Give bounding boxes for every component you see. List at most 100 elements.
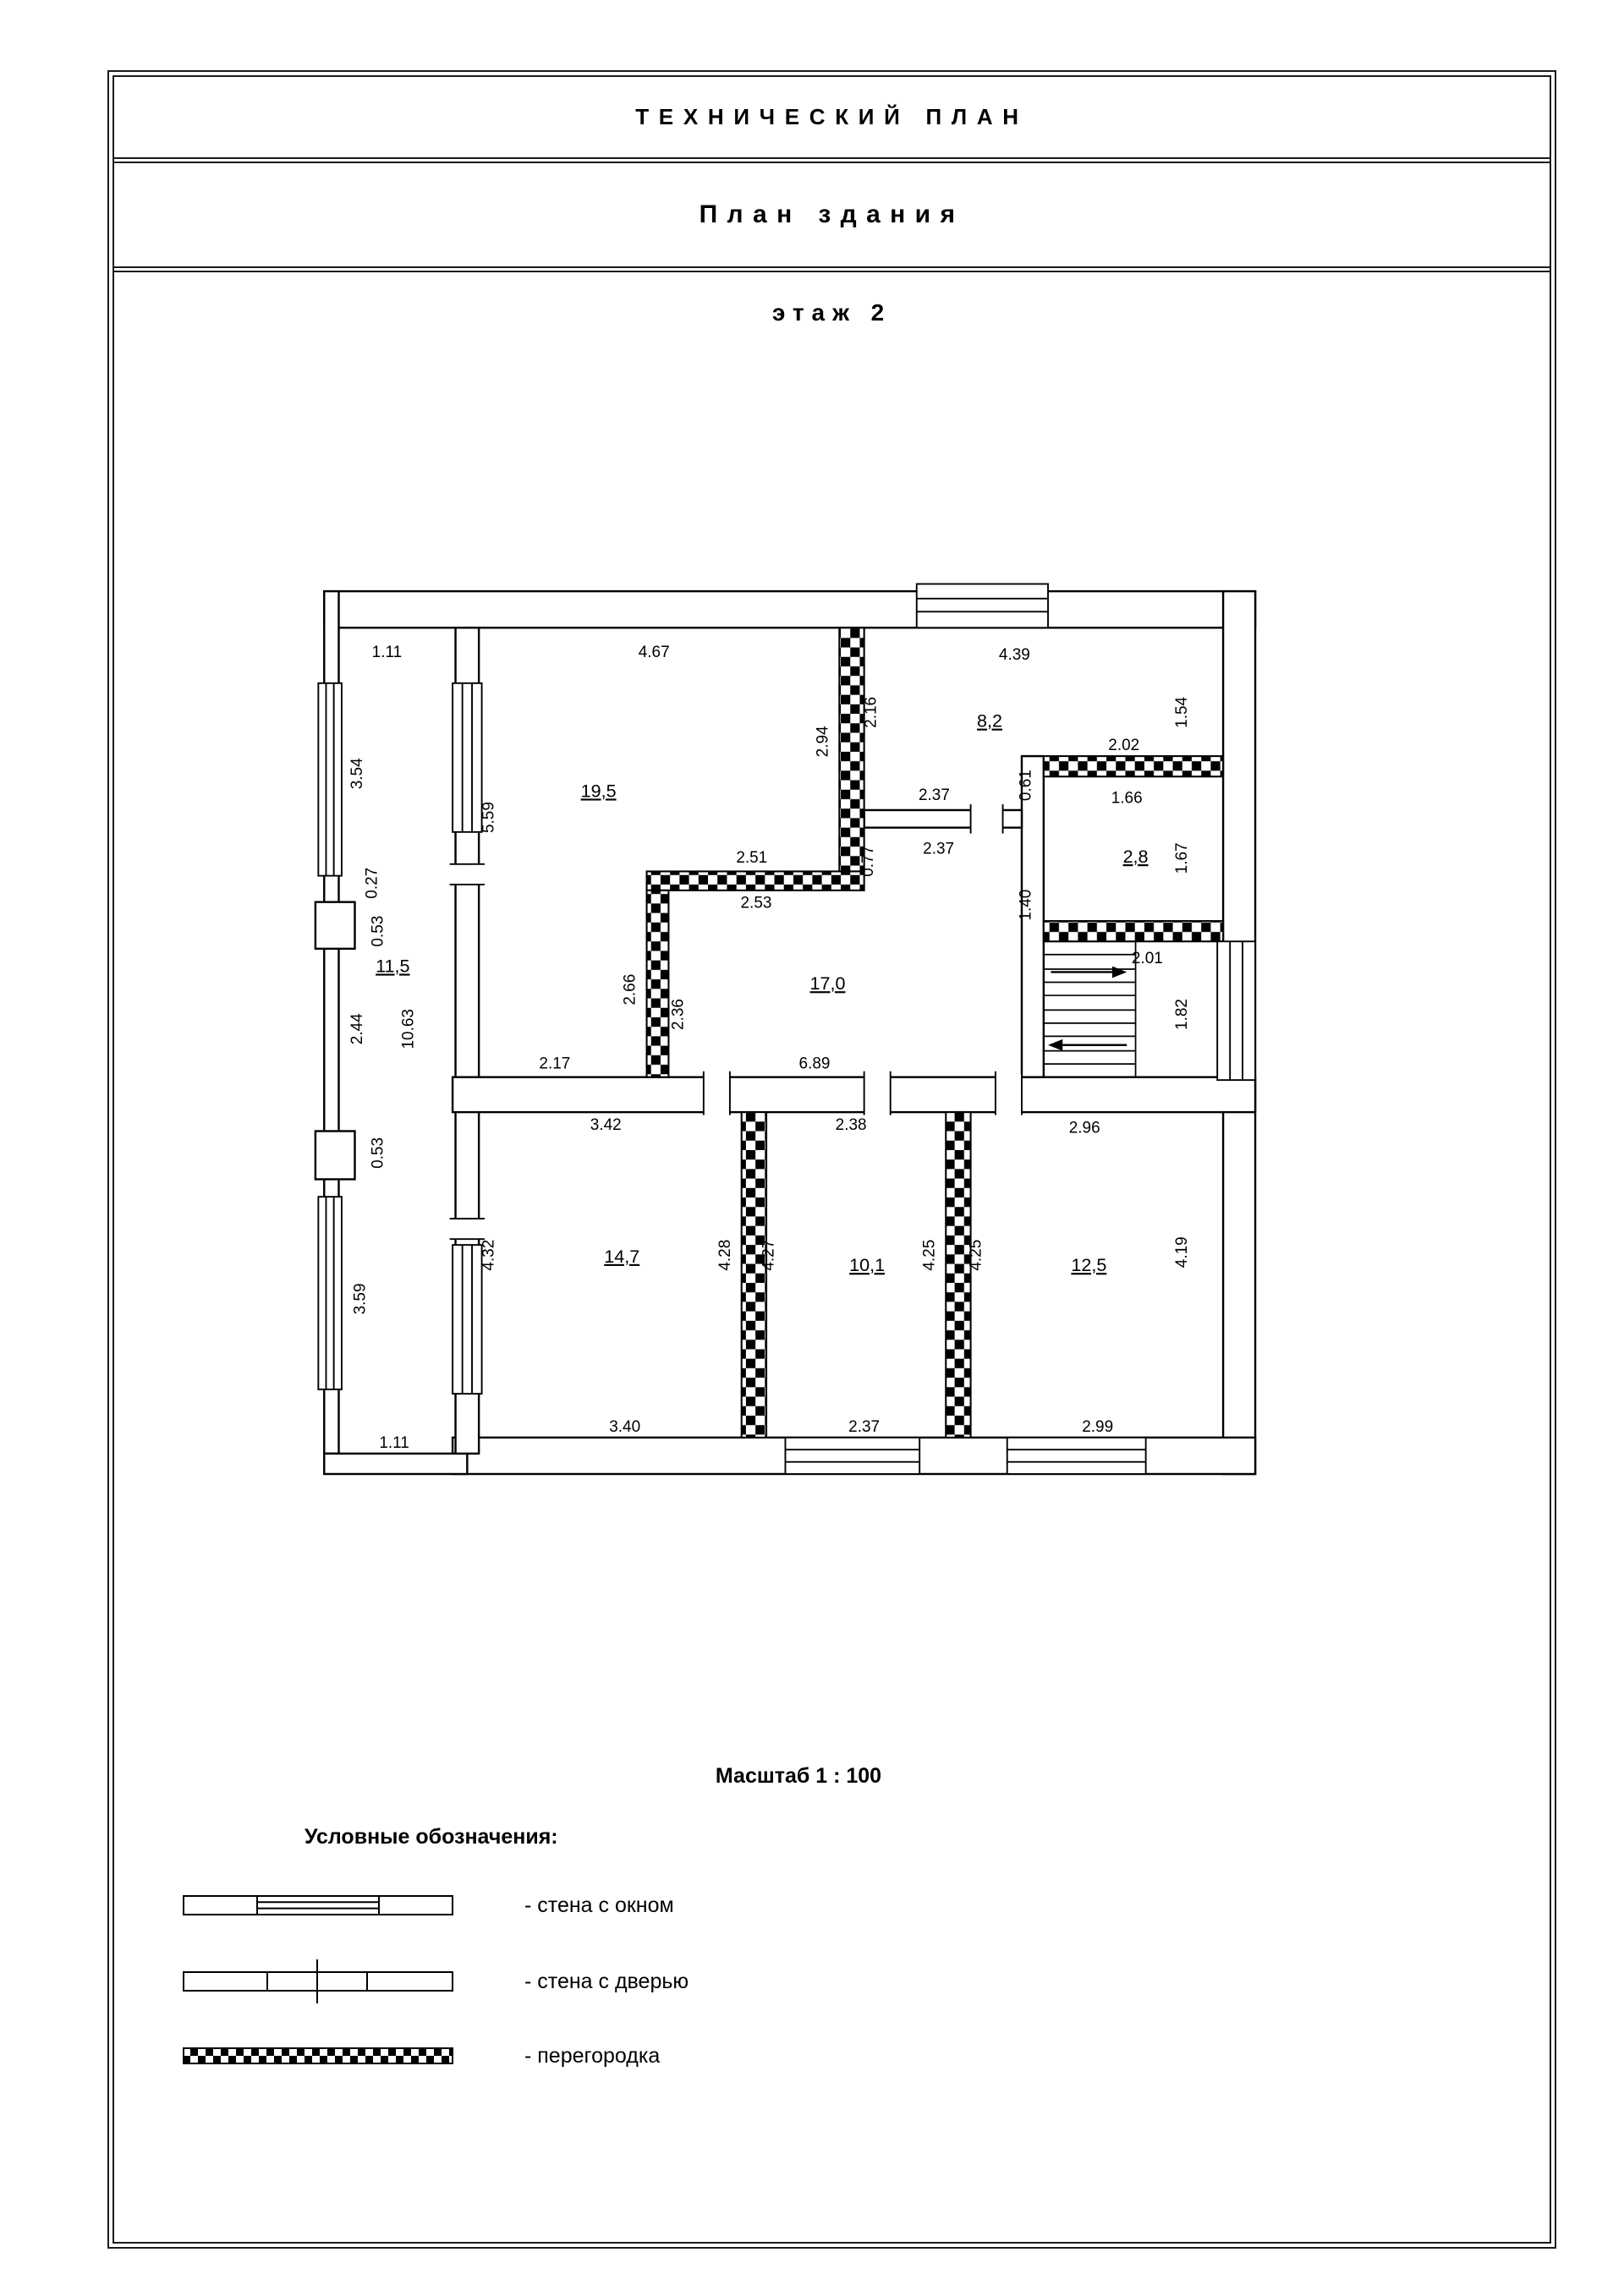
room-area-label: 10,1 [849,1254,885,1275]
partition-room28-bottom [1042,920,1225,943]
room-area-label: 12,5 [1071,1254,1106,1275]
door-middle-3 [994,1071,1023,1115]
dimension-label: 2.37 [919,786,950,804]
dimension-label: 1.82 [1173,999,1191,1030]
pier-left-1 [314,901,356,951]
room-area-label: 17,0 [810,973,846,994]
wall-wing-bottom [323,1452,469,1476]
dimension-label: 6.89 [799,1055,831,1072]
legend: Условные обозначения: - стена с окном [183,1825,689,2107]
wall-stair-left [1020,754,1045,1078]
dimension-label: 3.40 [609,1418,640,1436]
floor-label: этаж 2 [771,299,892,326]
dimension-label: 0.61 [1017,770,1034,801]
door-room8 [969,804,1004,834]
room-area-label: 19,5 [581,780,617,801]
legend-label-partition: - перегородка [524,2043,661,2068]
partition-room17-top [645,870,865,891]
room-area-labels: 19,5 8,2 2,8 11,5 17,0 14,7 10,1 12,5 [376,710,1148,1276]
dimension-label: 1.54 [1173,697,1191,728]
legend-label-door: - стена с дверью [524,1969,689,1993]
dimension-label: 2.38 [836,1116,867,1134]
dimension-label: 2.94 [815,726,832,757]
stairs [1043,940,1137,1078]
partition-bottom-2 [945,1111,972,1438]
dimension-label: 3.42 [590,1116,622,1134]
document-title: ТЕХНИЧЕСКИЙ ПЛАН [635,104,1029,129]
door-wing-2 [449,1218,486,1241]
dimension-label: 2.99 [1082,1418,1113,1436]
dimension-label: 2.44 [348,1013,366,1044]
dimension-label: 4.25 [920,1240,938,1271]
partitions [645,627,1225,1438]
dimension-label: 2.53 [741,895,772,912]
doors [449,804,1023,1241]
dimension-label: 1.11 [372,644,403,661]
dimension-label: 4.28 [716,1240,734,1271]
dimension-label: 4.25 [968,1240,985,1271]
dimension-label: 1.11 [379,1434,409,1452]
dimension-label: 3.54 [348,758,366,789]
header-divider-2 [114,266,1550,272]
dimension-label: 4.67 [639,644,670,661]
room-area-label: 8,2 [977,710,1002,732]
room-area-label: 2,8 [1123,846,1149,867]
partition-symbol [183,2041,453,2071]
partition-rooms-19-8 [838,627,865,873]
pier-left-2 [314,1130,356,1181]
stairs-arrow-up [1051,966,1127,978]
dimension-label: 2.96 [1069,1119,1100,1137]
floor-plan-drawing: 1.114.674.391.542.942.162.023.545.592.37… [314,583,1257,1476]
dimension-label: 1.66 [1111,789,1143,807]
dimension-label: 2.37 [923,841,954,858]
dimension-label: 1.40 [1017,890,1034,921]
dimension-label: 2.36 [670,999,688,1030]
legend-item-window: - стена с окном [183,1888,689,1922]
dimension-label: 4.19 [1173,1236,1191,1268]
partition-bottom-1 [740,1111,768,1438]
dimension-label: 2.51 [736,849,767,867]
legend-label-window: - стена с окном [524,1893,674,1917]
door-wing-1 [449,863,486,885]
wall-with-door-symbol [183,1958,453,2005]
dimension-label: 0.77 [859,846,877,877]
window-wing-right-1 [452,682,483,833]
wall-top [323,589,1257,629]
subtitle-block: План здания [114,163,1550,266]
header-divider-1 [114,157,1550,163]
stairs-arrow-down [1048,1038,1127,1051]
dimension-label: 2.66 [622,974,639,1006]
room-area-label: 14,7 [604,1246,639,1267]
dimension-label: 0.27 [363,868,381,899]
dimension-label: 4.27 [760,1240,778,1271]
dimension-label: 0.53 [369,1137,387,1169]
dimension-label: 2.01 [1132,950,1163,967]
wall-with-window-symbol [183,1888,453,1922]
window-wing-right-2 [452,1244,483,1395]
door-middle-2 [863,1071,892,1115]
dimension-label: 5.59 [480,802,497,833]
door-middle-1 [702,1071,731,1115]
window-bottom-2 [1006,1436,1147,1475]
scale-label: Масштаб 1 : 100 [715,1764,882,1788]
room-area-label: 11,5 [376,955,409,976]
title-block: ТЕХНИЧЕСКИЙ ПЛАН [114,77,1550,157]
legend-item-door: - стена с дверью [183,1958,689,2005]
window-left-2 [317,1196,343,1390]
floor-block: этаж 2 [114,299,1550,326]
dimension-label: 3.59 [352,1283,370,1314]
dimension-label: 4.39 [999,646,1030,664]
legend-item-partition: - перегородка [183,2041,689,2071]
dimension-label: 2.37 [848,1418,880,1436]
dimension-label: 4.32 [480,1240,497,1271]
window-left-1 [317,682,343,877]
stairs-treads [1043,940,1136,1078]
partition-room17-left [645,889,670,1078]
dimension-label: 2.16 [862,697,880,728]
wall-middle [451,1076,1257,1114]
dimension-label: 0.53 [369,916,387,947]
dimension-label: 10.63 [400,1009,418,1049]
window-bottom-1 [784,1436,921,1475]
